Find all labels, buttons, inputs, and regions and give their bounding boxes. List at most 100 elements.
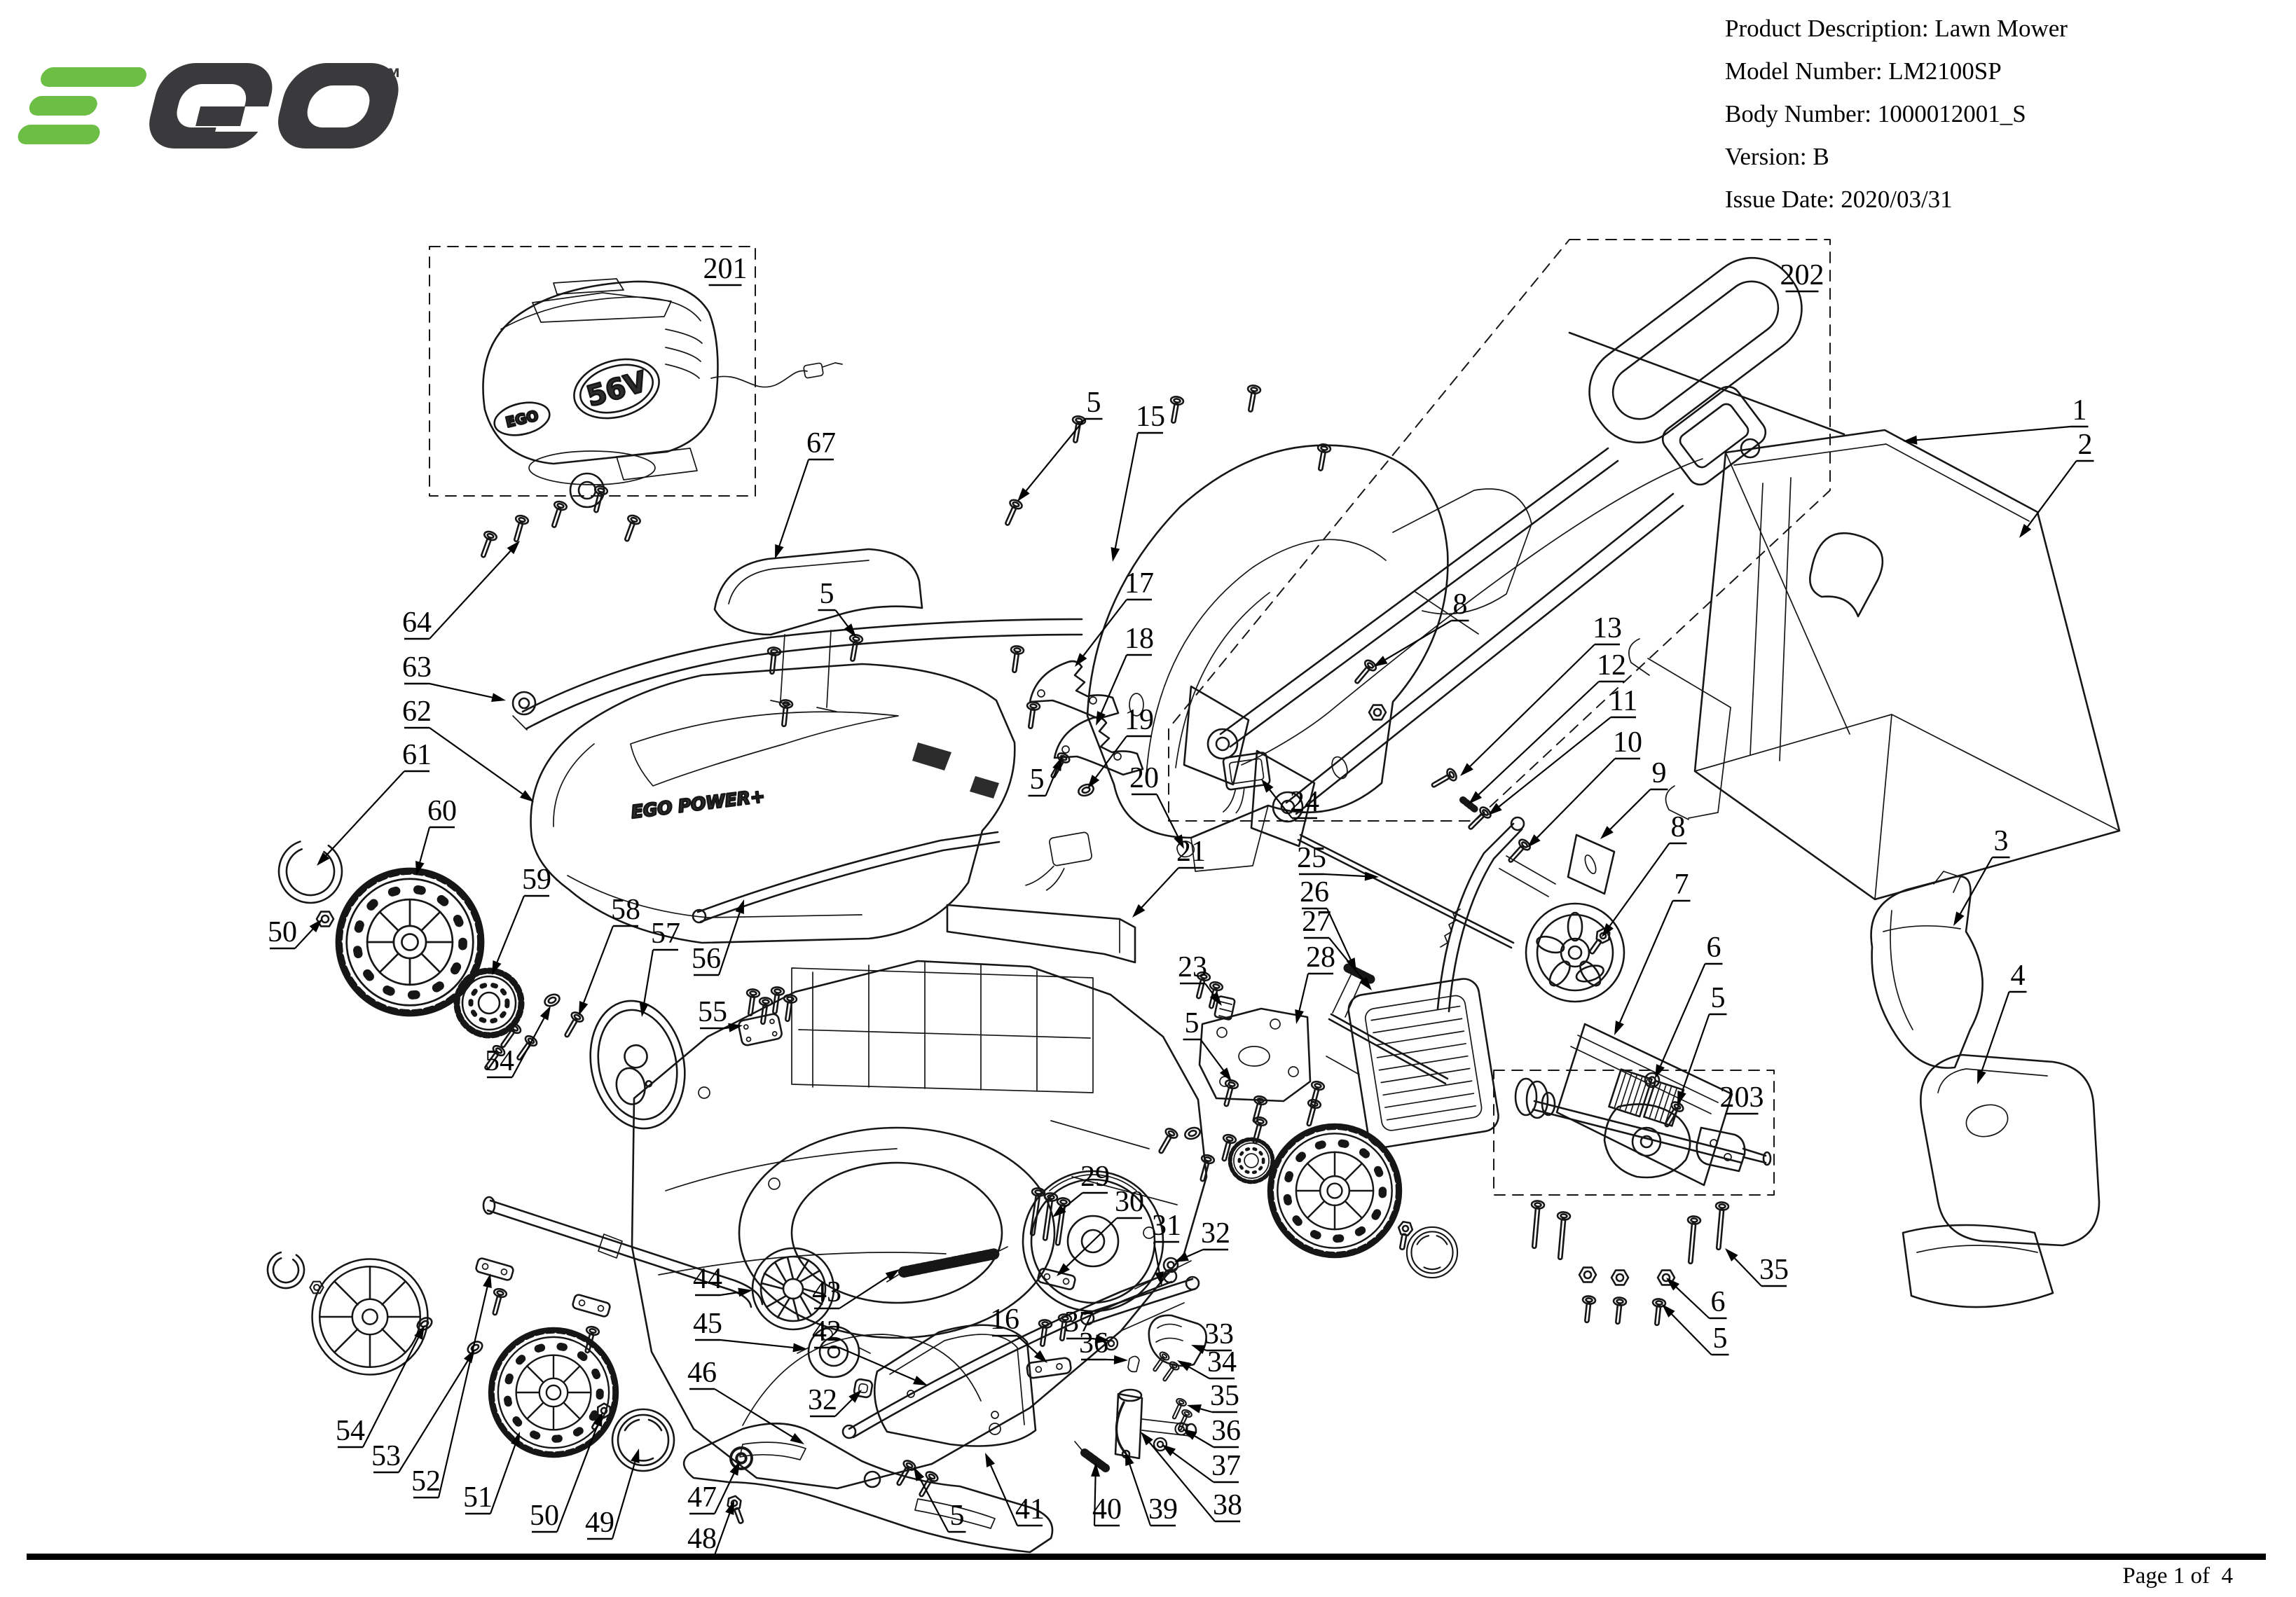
logo-letters (18, 63, 399, 148)
deck-shroud: EGO POWER+ (530, 663, 1016, 944)
callout-63-35: 63 (402, 651, 432, 684)
callout-33-57: 33 (1204, 1318, 1234, 1350)
callout-13-18: 13 (1593, 612, 1622, 644)
callout-5-7: 5 (1087, 387, 1101, 419)
callout-36-56: 36 (1079, 1327, 1108, 1360)
callout-19-13: 19 (1125, 704, 1154, 736)
callout-28-31: 28 (1306, 941, 1335, 974)
box-202 (1168, 239, 1831, 822)
callout-35-59: 35 (1210, 1380, 1239, 1412)
top-cover-67 (713, 548, 923, 712)
callout-20-15: 20 (1129, 762, 1159, 794)
callout-17-11: 17 (1125, 567, 1154, 600)
callout-40-64: 40 (1092, 1493, 1122, 1526)
callout-23-32: 23 (1178, 951, 1207, 983)
callout-45-52: 45 (693, 1308, 722, 1340)
motor-plate-28 (1198, 1007, 1312, 1102)
callout-41-65: 41 (1015, 1493, 1045, 1526)
callout-10-21: 10 (1613, 726, 1642, 759)
callout-8-17: 8 (1453, 588, 1468, 621)
callout-5-14: 5 (1030, 763, 1045, 796)
discharge-chute (1870, 871, 1984, 1069)
ego-logo: TM (10, 43, 430, 177)
callout-25-28: 25 (1297, 842, 1326, 874)
product-info: Product Description: Lawn Mower Model Nu… (1725, 7, 2068, 221)
top-screws (476, 383, 1333, 782)
trim-strip-56 (692, 831, 1001, 1026)
page-number: Page 1 of 4 (2122, 1563, 2233, 1589)
callout-34-58: 34 (1207, 1346, 1237, 1378)
grommet-32 (853, 1378, 874, 1399)
callout-32-49: 32 (1201, 1217, 1230, 1250)
side-cover (1902, 1053, 2101, 1308)
callout-202-1: 202 (1780, 259, 1824, 291)
logo-tm: TM (380, 67, 400, 81)
spring-43 (886, 1246, 1008, 1283)
callout-21-16: 21 (1176, 836, 1206, 868)
callout-48-70: 48 (687, 1523, 717, 1555)
angle-bar-21 (946, 904, 1136, 964)
bracket-17 (1029, 660, 1120, 720)
footer-rule (27, 1554, 2266, 1560)
callout-53-75: 53 (371, 1440, 401, 1472)
grass-bag (1628, 429, 2121, 901)
product-description: Product Description: Lawn Mower (1725, 15, 2068, 42)
issue-date: Issue Date: 2020/03/31 (1725, 186, 1953, 213)
link-42 (841, 1268, 1178, 1439)
vent-cover-27 (1347, 978, 1499, 1149)
callout-39-63: 39 (1148, 1493, 1178, 1526)
front-wheel-group (266, 1250, 675, 1472)
callout-11-20: 11 (1609, 685, 1637, 717)
callout-47-69: 47 (687, 1481, 717, 1514)
blade-drive-group (682, 1247, 1054, 1554)
motor-brand-badge: EGO (504, 407, 539, 431)
callout-60-38: 60 (427, 795, 457, 827)
callout-61-37: 61 (402, 739, 432, 771)
callout-56-43: 56 (692, 943, 721, 975)
logo-e-bar-bot (18, 125, 100, 144)
motor-voltage-badge: 56V (583, 366, 650, 413)
callout-26-29: 26 (1300, 876, 1329, 908)
callout-51-73: 51 (463, 1481, 493, 1514)
version: Version: B (1725, 143, 1829, 170)
callout-31-48: 31 (1152, 1210, 1181, 1242)
support-brace-63 (511, 618, 1083, 731)
callout-55-44: 55 (698, 996, 727, 1028)
callout-37-61: 37 (1211, 1450, 1241, 1482)
callout-12-19: 12 (1597, 649, 1626, 682)
callout-203-2: 203 (1720, 1081, 1764, 1114)
callout-6-78: 6 (1711, 1286, 1726, 1318)
logo-g (149, 63, 273, 148)
callout-29-46: 29 (1080, 1161, 1110, 1193)
handle-assembly (1183, 256, 1845, 848)
callout-49-71: 49 (585, 1507, 614, 1539)
callout-2-4: 2 (2078, 429, 2093, 461)
callout-42-53: 42 (812, 1315, 841, 1348)
callout-50-39: 50 (268, 916, 297, 948)
callout-50-72: 50 (530, 1500, 559, 1532)
diagram-artwork: 56V EGO (266, 239, 2121, 1554)
callout-43-51: 43 (812, 1276, 841, 1308)
transmission-hardware (1527, 1199, 1730, 1327)
callout-201-0: 201 (703, 253, 748, 285)
callout-5-79: 5 (1713, 1322, 1728, 1355)
callout-8-23: 8 (1671, 811, 1686, 843)
caster-assembly (1428, 766, 1625, 1013)
callout-35-77: 35 (1759, 1254, 1789, 1286)
callout-38-62: 38 (1213, 1489, 1242, 1521)
callout-64-34: 64 (402, 607, 432, 639)
callout-36-60: 36 (1211, 1415, 1241, 1447)
callout-67-9: 67 (806, 427, 836, 459)
callout-44-50: 44 (693, 1263, 722, 1295)
callout-6-25: 6 (1707, 932, 1721, 964)
callout-59-40: 59 (522, 864, 551, 896)
callout-24-27: 24 (1290, 786, 1319, 818)
right-wheel-group (1025, 1078, 1459, 1326)
belt-cover-41 (873, 1324, 1037, 1447)
motor-assembly: 56V EGO (482, 278, 843, 509)
callout-37-55: 37 (1064, 1306, 1094, 1339)
callout-1-3: 1 (2072, 394, 2087, 427)
box-203 (1493, 1070, 1775, 1196)
